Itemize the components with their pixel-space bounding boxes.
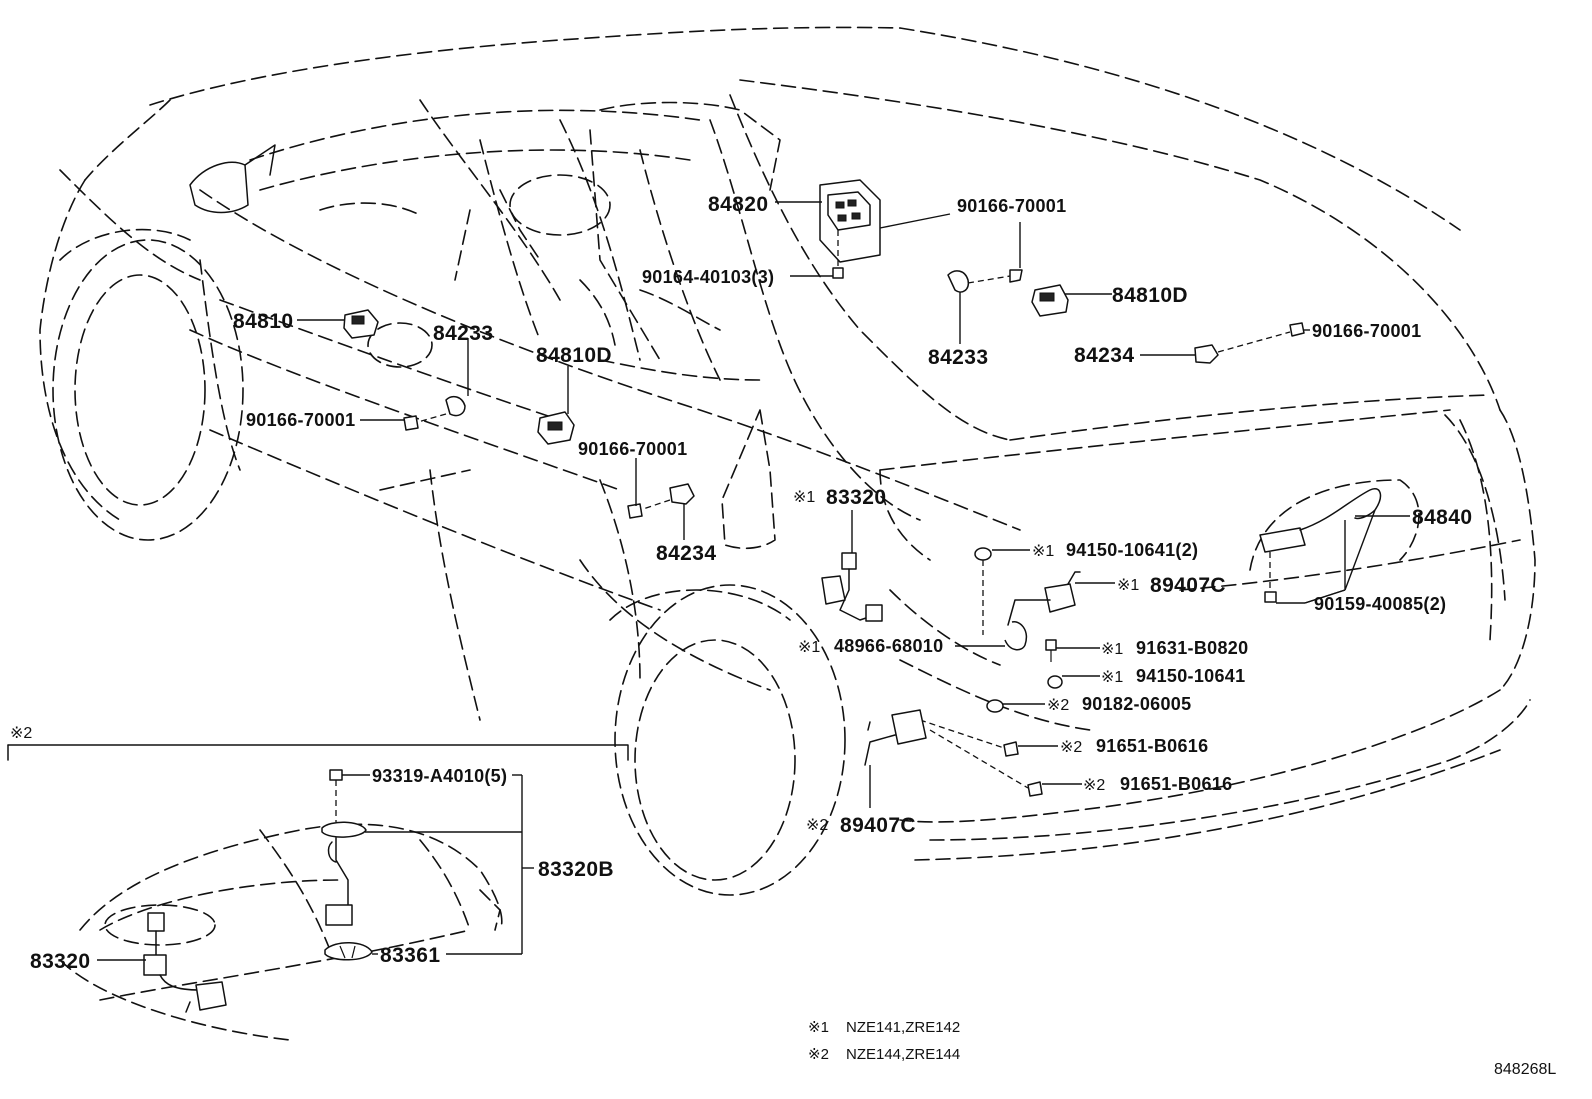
label-89407C-bottom: 89407C [840, 814, 916, 837]
label-90166-mid: 90166-70001 [578, 439, 687, 459]
legend-mark-2: ※2 [808, 1046, 829, 1063]
mark-91631: ※1 [1101, 641, 1123, 658]
legend-text-1: NZE141,ZRE142 [846, 1019, 960, 1036]
switch-84810D-right [1031, 284, 1069, 317]
label-84810D-left: 84810D [536, 344, 612, 367]
mark-90182: ※2 [1047, 697, 1069, 714]
mark-91651-b: ※2 [1083, 777, 1105, 794]
label-84233-right: 84233 [928, 346, 988, 369]
legend-text-2: NZE144,ZRE144 [846, 1046, 960, 1063]
label-90166-left: 90166-70001 [246, 410, 355, 430]
label-90182: 90182-06005 [1082, 694, 1191, 714]
label-91651-a: 91651-B0616 [1096, 736, 1208, 756]
clip-84233-left [403, 395, 466, 431]
label-91631: 91631-B0820 [1136, 638, 1248, 658]
label-83320: 83320 [826, 486, 886, 509]
clip-84234-right [1194, 322, 1305, 364]
label-83320B: 83320B [538, 858, 614, 881]
label-94150: 94150-10641 [1136, 666, 1245, 686]
bolt-91631 [1045, 639, 1057, 662]
screw-90164 [832, 230, 844, 279]
label-83320-inset: 83320 [30, 950, 90, 973]
label-93319: 93319-A4010(5) [372, 766, 507, 786]
mark-94150-2: ※1 [1032, 543, 1054, 560]
clip-84234-left [627, 483, 695, 519]
drawing-number: 848268L [1494, 1061, 1556, 1078]
label-90164: 90164-40103(3) [642, 267, 774, 287]
label-91651-b: 91651-B0616 [1120, 774, 1232, 794]
height-sensor-89407C-bottom [864, 709, 927, 766]
mark-94150: ※1 [1101, 669, 1123, 686]
label-84234-left: 84234 [656, 542, 716, 565]
label-89407C-top: 89407C [1150, 574, 1226, 597]
inset-83320B [7, 744, 629, 1041]
label-84234-right: 84234 [1074, 344, 1134, 367]
master-switch-84820 [819, 179, 881, 263]
clip-84233-right [947, 269, 1023, 293]
bolt-91651-a [919, 719, 1019, 757]
label-84810: 84810 [233, 310, 293, 333]
label-84233-left: 84233 [433, 322, 493, 345]
label-84810D-right: 84810D [1112, 284, 1188, 307]
mark-48966: ※1 [798, 639, 820, 656]
legend-mark-1: ※1 [808, 1019, 829, 1036]
label-94150-2: 94150-10641(2) [1066, 540, 1198, 560]
bolt-91651-b [929, 729, 1043, 797]
sensor-83320 [821, 552, 883, 622]
mark-83320: ※1 [793, 489, 815, 506]
mark-89407C-top: ※1 [1117, 577, 1139, 594]
height-sensor-89407C-top [1004, 571, 1081, 651]
label-84840: 84840 [1412, 506, 1472, 529]
nut-94150-top [974, 547, 992, 635]
mark-89407C-bottom: ※2 [806, 817, 828, 834]
nut-90182 [986, 699, 1004, 713]
label-83361: 83361 [380, 944, 440, 967]
label-90166-right: 90166-70001 [1312, 321, 1421, 341]
mark-91651-a: ※2 [1060, 739, 1082, 756]
label-90166-top: 90166-70001 [957, 196, 1066, 216]
switch-84810-left [343, 309, 379, 339]
nut-94150-lower [1047, 675, 1063, 689]
label-48966: 48966-68010 [834, 636, 943, 656]
label-90159: 90159-40085(2) [1314, 594, 1446, 614]
switch-84810D-left [537, 411, 575, 445]
label-84820: 84820 [708, 193, 768, 216]
inset-mark: ※2 [10, 725, 32, 742]
